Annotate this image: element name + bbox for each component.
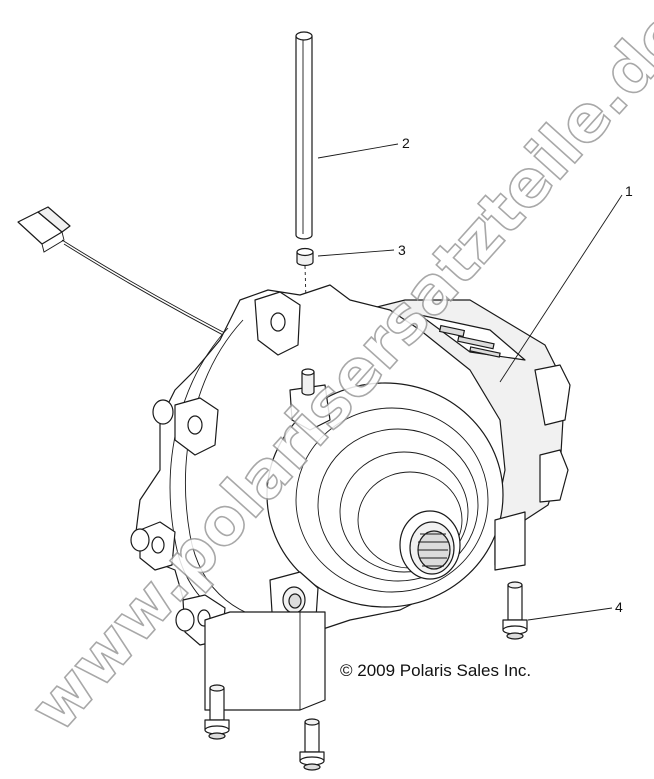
- copyright-notice: © 2009 Polaris Sales Inc.: [340, 661, 531, 680]
- callout-2: 2: [402, 135, 410, 151]
- flange-bolt: [299, 718, 325, 771]
- label-plate-icon: [438, 324, 501, 358]
- wire-connector-icon: [17, 206, 71, 253]
- sensor-wire-harness: [17, 206, 251, 350]
- vent-fitting: [289, 368, 331, 431]
- flange-bolt: [502, 581, 528, 640]
- leader-line-1: [499, 194, 623, 383]
- leader-line-3: [317, 249, 395, 257]
- callout-4: 4: [615, 599, 623, 615]
- leader-line-2: [317, 143, 399, 159]
- splined-output-shaft: [399, 510, 461, 580]
- vent-tube: [295, 31, 313, 240]
- callout-1: 1: [625, 183, 633, 199]
- hose-clamp: [296, 247, 314, 267]
- callout-3: 3: [398, 242, 406, 258]
- leader-line-4: [527, 607, 613, 621]
- flange-bolt: [204, 684, 230, 740]
